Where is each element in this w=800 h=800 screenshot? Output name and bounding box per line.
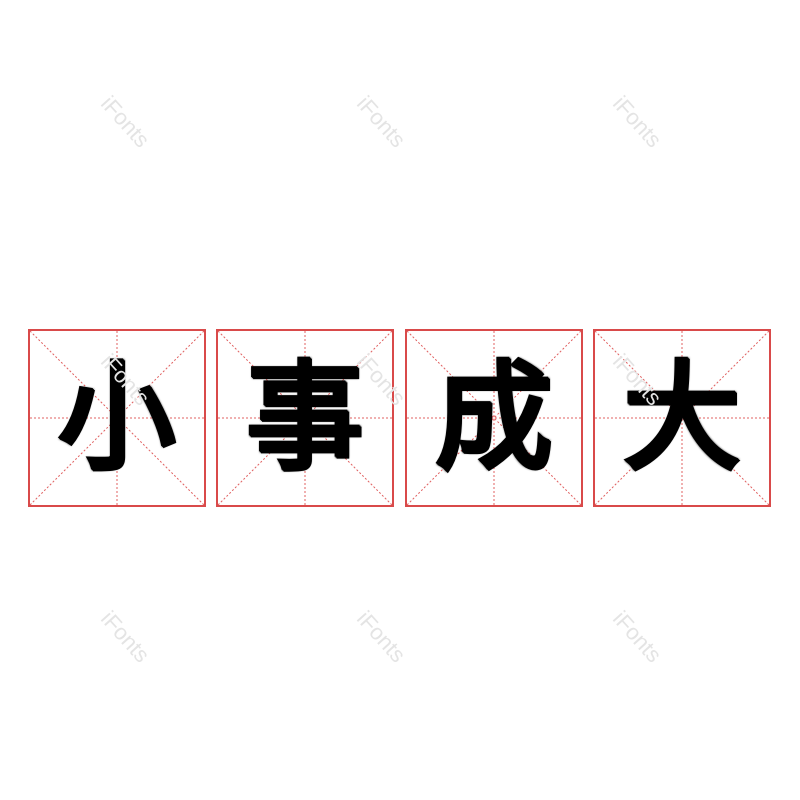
watermark: iFonts bbox=[352, 606, 411, 668]
character-glyph: 小 bbox=[57, 349, 176, 487]
practice-grid-guides bbox=[595, 331, 769, 505]
watermark: iFonts bbox=[608, 606, 667, 668]
character-tile-2: 事 bbox=[216, 329, 394, 507]
practice-grid-guides bbox=[407, 331, 581, 505]
watermark: iFonts bbox=[352, 91, 411, 153]
character-tile-1: 小 bbox=[28, 329, 206, 507]
character-glyph: 大 bbox=[622, 349, 741, 487]
character-tile-4: 大 bbox=[593, 329, 771, 507]
character-tile-3: 成 bbox=[405, 329, 583, 507]
character-glyph: 成 bbox=[434, 349, 553, 487]
watermark: iFonts bbox=[96, 91, 155, 153]
practice-grid-guides bbox=[30, 331, 204, 505]
character-glyph: 事 bbox=[245, 349, 364, 487]
practice-grid-guides bbox=[218, 331, 392, 505]
watermark: iFonts bbox=[96, 606, 155, 668]
watermark: iFonts bbox=[608, 91, 667, 153]
